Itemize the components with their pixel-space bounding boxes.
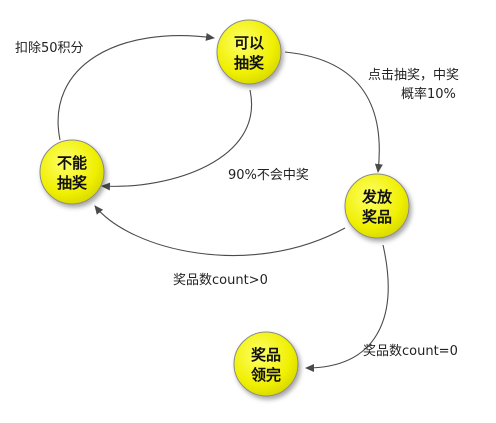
state-can-draw: 可以 抽奖: [216, 19, 282, 85]
label-count-eq0: 奖品数count=0: [363, 344, 458, 359]
state-cannot-draw: 不能 抽奖: [39, 139, 105, 205]
label-count-gt0: 奖品数count>0: [173, 273, 268, 288]
state-can-draw-line1: 可以: [234, 34, 264, 52]
state-cannot-draw-line2: 抽奖: [57, 174, 88, 192]
state-issue-prize: 发放 奖品: [344, 173, 410, 239]
state-prize-claimed-line2: 领完: [250, 366, 281, 384]
state-cannot-draw-line1: 不能: [57, 154, 87, 172]
label-click-draw-line2: 概率10%: [401, 86, 456, 102]
edge-click-draw: [284, 51, 383, 173]
edge-no-win: [101, 89, 253, 191]
label-click-draw-line1: 点击抽奖，中奖: [368, 68, 459, 83]
state-prize-claimed: 奖品 领完: [233, 331, 299, 397]
state-prize-claimed-line1: 奖品: [251, 346, 281, 364]
state-issue-prize-line1: 发放: [361, 188, 393, 206]
state-can-draw-line2: 抽奖: [234, 54, 265, 72]
edge-deduct-points: [57, 32, 215, 141]
label-deduct-points: 扣除50积分: [15, 41, 84, 56]
label-no-win: 90%不会中奖: [228, 168, 309, 183]
state-issue-prize-line2: 奖品: [362, 208, 392, 226]
edge-count-gt0: [94, 205, 346, 256]
edge-count-eq0: [305, 244, 389, 372]
